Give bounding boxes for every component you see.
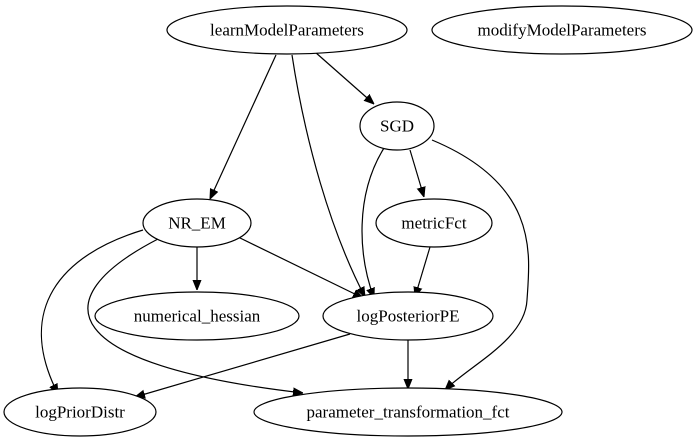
- node-NR_EM-label: NR_EM: [168, 214, 226, 233]
- node-learnModelParameters-shape: [166, 5, 408, 55]
- node-logPosteriorPE-shape: [322, 291, 494, 341]
- node-numerical_hessian-shape: [94, 291, 300, 341]
- node-logPriorDistr-label: logPriorDistr: [35, 403, 125, 422]
- node-numerical_hessian-label: numerical_hessian: [134, 307, 261, 326]
- node-SGD[interactable]: SGD: [359, 101, 435, 151]
- node-metricFct-shape: [375, 198, 493, 248]
- edge-NR_EM-parameter_transformation_fct: [87, 238, 303, 393]
- node-NR_EM[interactable]: NR_EM: [142, 198, 252, 248]
- node-logPosteriorPE[interactable]: logPosteriorPE: [322, 291, 494, 341]
- nodes-layer: learnModelParameters modifyModelParamete…: [3, 5, 693, 437]
- edge-SGD-parameter_transformation_fct: [431, 139, 530, 390]
- edge-learnModelParameters-NR_EM: [210, 54, 277, 199]
- edge-metricFct-logPosteriorPE: [415, 246, 431, 297]
- node-modifyModelParameters[interactable]: modifyModelParameters: [431, 5, 693, 55]
- node-learnModelParameters[interactable]: learnModelParameters: [166, 5, 408, 55]
- edge-SGD-logPosteriorPE: [361, 147, 385, 298]
- node-learnModelParameters-label: learnModelParameters: [210, 21, 364, 40]
- node-parameter_transformation_fct-shape: [253, 387, 563, 437]
- node-metricFct-label: metricFct: [401, 214, 466, 233]
- node-logPriorDistr[interactable]: logPriorDistr: [3, 387, 157, 437]
- edge-logPosteriorPE-logPriorDistr: [135, 333, 351, 397]
- edges-layer: [40, 51, 530, 397]
- edge-learnModelParameters-logPosteriorPE: [291, 54, 365, 297]
- node-parameter_transformation_fct[interactable]: parameter_transformation_fct: [253, 387, 563, 437]
- node-parameter_transformation_fct-label: parameter_transformation_fct: [307, 403, 510, 422]
- node-metricFct[interactable]: metricFct: [375, 198, 493, 248]
- node-logPosteriorPE-label: logPosteriorPE: [357, 307, 460, 326]
- edge-NR_EM-logPriorDistr: [40, 229, 144, 394]
- edge-SGD-metricFct: [409, 149, 424, 197]
- node-NR_EM-shape: [142, 198, 252, 248]
- edge-learnModelParameters-SGD: [314, 51, 374, 104]
- edge-NR_EM-logPosteriorPE: [235, 235, 363, 298]
- node-logPriorDistr-shape: [3, 387, 157, 437]
- node-modifyModelParameters-label: modifyModelParameters: [477, 21, 646, 40]
- node-modifyModelParameters-shape: [431, 5, 693, 55]
- node-SGD-shape: [359, 101, 435, 151]
- node-numerical_hessian[interactable]: numerical_hessian: [94, 291, 300, 341]
- node-SGD-label: SGD: [380, 117, 414, 136]
